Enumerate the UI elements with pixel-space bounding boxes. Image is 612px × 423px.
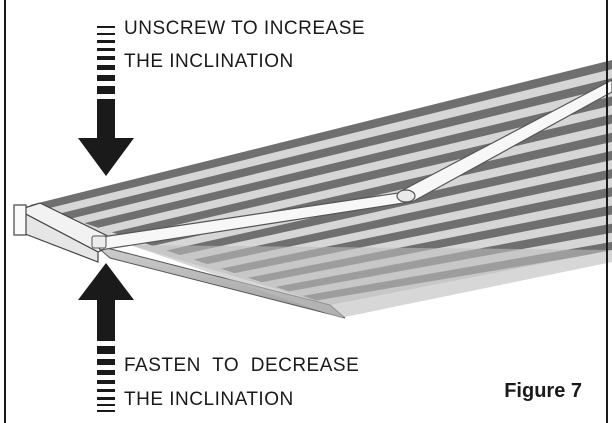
canopy-stripe <box>57 78 612 219</box>
figure-label: Figure 7 <box>504 380 582 402</box>
top-instruction-line-2: THE INCLINATION <box>124 51 294 72</box>
bottom-instruction-line-2: THE INCLINATION <box>124 389 294 410</box>
bottom-instruction-line-1: FASTEN TO DECREASE <box>124 355 360 376</box>
top-instruction-line-1: UNSCREW TO INCREASE <box>124 18 366 39</box>
figure-frame-left <box>4 0 6 423</box>
figure-frame-right <box>606 0 608 423</box>
down-arrow-icon <box>78 26 134 176</box>
canopy-stripe <box>111 114 612 237</box>
canopy-stripe <box>84 96 612 228</box>
up-arrow-icon <box>78 263 134 412</box>
folding-arm <box>91 79 612 251</box>
valance-underside <box>130 245 612 318</box>
canopy-stripe <box>193 169 612 265</box>
canopy-stripe <box>30 60 612 210</box>
